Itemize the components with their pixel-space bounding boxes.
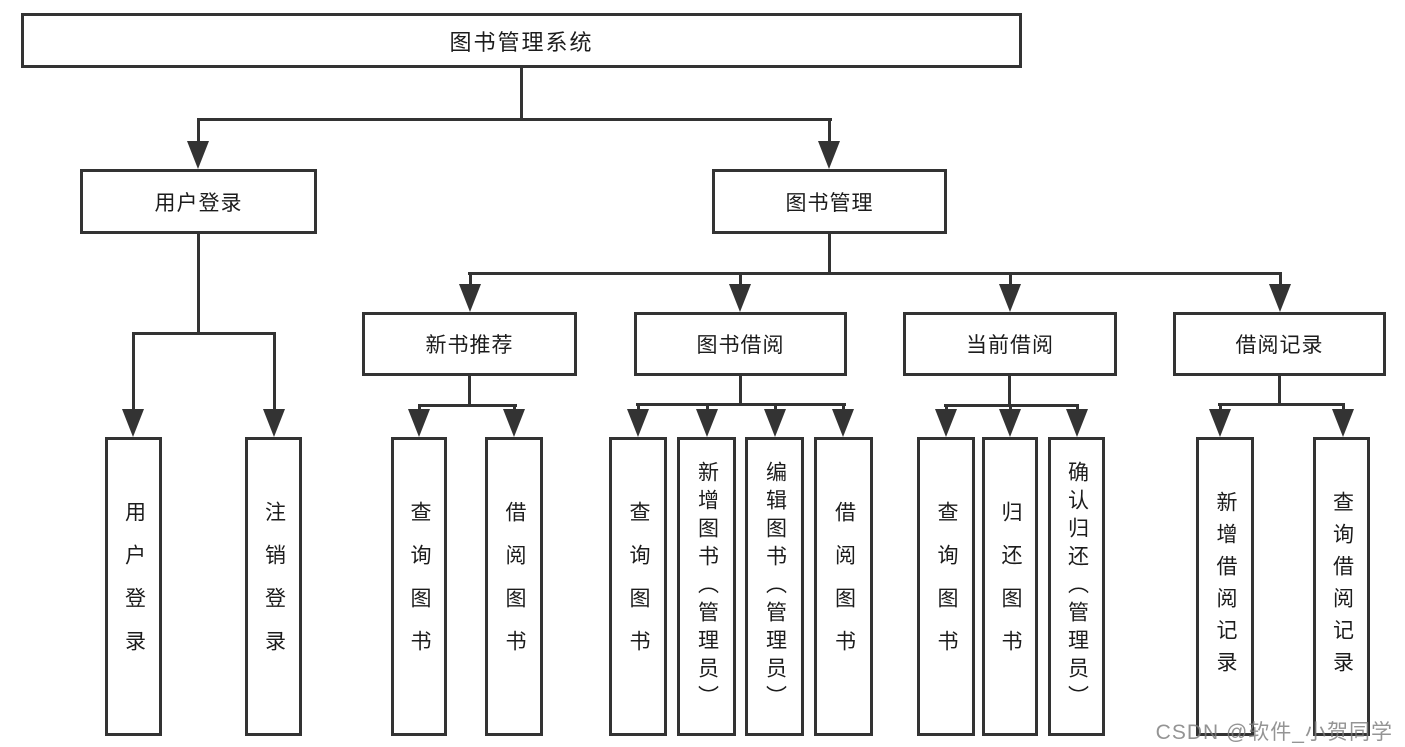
- node-new-book-recommend: 新书推荐: [362, 312, 577, 376]
- leaf-query-books-recommend: 查询图书: [391, 437, 447, 736]
- node-label: 用户登录: [154, 191, 243, 215]
- leaf-label: 借阅图书: [832, 500, 856, 673]
- connector-borrow-records-hline: [1218, 403, 1345, 406]
- connector-new-books-hline: [418, 404, 517, 407]
- leaf-label: 编辑图书（管理员）: [763, 460, 787, 713]
- leaf-query-books-borrow: 查询图书: [609, 437, 667, 736]
- connector-current-borrow-hline: [944, 404, 1079, 407]
- arrow-down-icon-leaf-logout: [263, 334, 285, 437]
- arrow-down-icon-leaf-query-borrow: [627, 405, 649, 437]
- node-label: 图书借阅: [696, 334, 785, 357]
- leaf-label: 查询图书: [935, 500, 958, 673]
- connector-book-mgmt-stem: [828, 234, 831, 275]
- arrow-down-icon-user-login: [187, 120, 209, 169]
- arrow-down-icon-leaf-add-record: [1209, 405, 1231, 437]
- node-library-management-system: 图书管理系统: [21, 13, 1022, 68]
- arrow-down-icon-current-borrow: [999, 274, 1021, 312]
- connector-current-borrow-stem: [1008, 376, 1011, 406]
- leaf-label: 查询图书: [627, 500, 650, 673]
- leaf-query-books-current: 查询图书: [917, 437, 975, 736]
- arrow-down-icon-borrow-records: [1269, 274, 1291, 312]
- connector-user-login-stem: [197, 234, 200, 334]
- arrow-down-icon-book-mgmt: [818, 120, 840, 169]
- node-borrow-records: 借阅记录: [1173, 312, 1386, 376]
- leaf-query-borrow-record: 查询借阅记录: [1313, 437, 1370, 736]
- leaf-logout: 注销登录: [245, 437, 302, 736]
- leaf-label: 借阅图书: [503, 500, 526, 673]
- arrow-down-icon-leaf-return-books: [999, 406, 1021, 437]
- leaf-label: 查询借阅记录: [1330, 490, 1354, 683]
- leaf-user-login: 用户登录: [105, 437, 162, 736]
- leaf-return-books: 归还图书: [982, 437, 1038, 736]
- connector-user-login-hline: [132, 332, 276, 335]
- node-label: 当前借阅: [966, 334, 1054, 357]
- node-label: 借阅记录: [1235, 334, 1324, 357]
- leaf-label: 确认归还（管理员）: [1065, 460, 1089, 713]
- arrow-down-icon-leaf-query-record: [1332, 405, 1354, 437]
- arrow-down-icon-leaf-add-books: [696, 405, 718, 437]
- connector-new-books-stem: [468, 376, 471, 406]
- connector-book-borrow-stem: [739, 376, 742, 405]
- arrow-down-icon-leaf-query-recommend: [408, 406, 430, 437]
- leaf-label: 查询图书: [408, 500, 431, 673]
- arrow-down-icon-leaf-borrow-recommend: [503, 406, 525, 437]
- node-book-borrow: 图书借阅: [634, 312, 847, 376]
- leaf-confirm-return-admin: 确认归还（管理员）: [1048, 437, 1105, 736]
- connector-borrow-records-stem: [1278, 376, 1281, 405]
- leaf-label: 新增借阅记录: [1214, 490, 1237, 683]
- node-label: 图书管理: [785, 191, 874, 215]
- node-user-login: 用户登录: [80, 169, 317, 234]
- leaf-borrow-books-recommend: 借阅图书: [485, 437, 543, 736]
- leaf-borrow-books: 借阅图书: [814, 437, 873, 736]
- connector-book-mgmt-hline: [468, 272, 1282, 275]
- node-book-management: 图书管理: [712, 169, 947, 234]
- arrow-down-icon-leaf-query-current: [935, 406, 957, 437]
- arrow-down-icon-leaf-confirm-return: [1066, 406, 1088, 437]
- arrow-down-icon-new-books: [459, 274, 481, 312]
- watermark: CSDN @软件_小贺同学: [1155, 721, 1393, 744]
- arrow-down-icon-book-borrow: [729, 274, 751, 312]
- node-current-borrow: 当前借阅: [903, 312, 1117, 376]
- node-label: 图书管理系统: [449, 29, 594, 55]
- connector-root-stem: [520, 68, 523, 120]
- connector-book-borrow-hline: [636, 403, 846, 406]
- leaf-label: 归还图书: [999, 500, 1022, 673]
- leaf-label: 新增图书（管理员）: [695, 460, 719, 713]
- leaf-label: 注销登录: [262, 500, 286, 673]
- arrow-down-icon-leaf-user-login: [122, 334, 144, 437]
- leaf-add-books-admin: 新增图书（管理员）: [677, 437, 736, 736]
- node-label: 新书推荐: [425, 334, 514, 357]
- connector-root-hline: [197, 118, 832, 121]
- arrow-down-icon-leaf-borrow-books: [832, 405, 854, 437]
- leaf-add-borrow-record: 新增借阅记录: [1196, 437, 1254, 736]
- leaf-label: 用户登录: [122, 500, 146, 673]
- leaf-edit-books-admin: 编辑图书（管理员）: [745, 437, 804, 736]
- arrow-down-icon-leaf-edit-books: [764, 405, 786, 437]
